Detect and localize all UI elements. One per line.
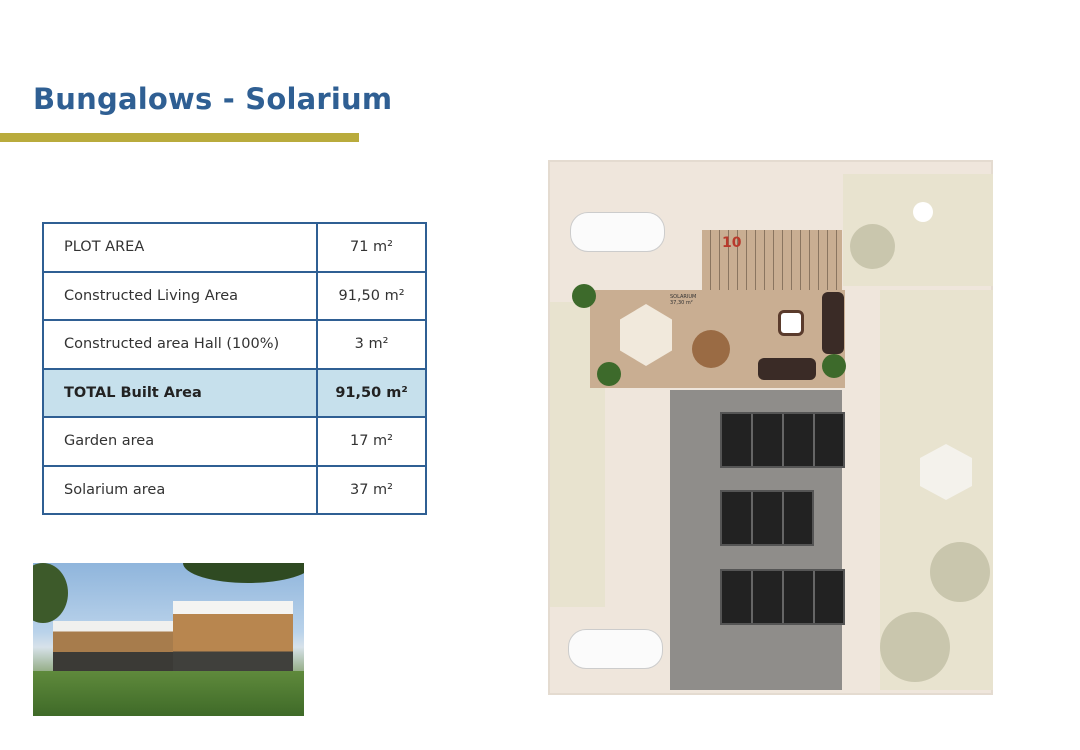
sofa-icon [822,292,844,354]
tree-icon [880,612,950,682]
row-value: 91,50 m² [316,270,427,321]
page-title: Bungalows - Solarium [33,82,393,116]
solar-panel-icon [720,412,845,468]
unit-number: 10 [722,235,742,251]
exterior-render-photo [33,563,304,716]
row-value: 71 m² [316,222,427,273]
solar-panel-icon [720,569,845,625]
table-row: Constructed area Hall (100%)3 m² [42,319,427,370]
row-label: Solarium area [42,464,318,515]
row-label: Constructed area Hall (100%) [42,319,318,370]
solar-panel-icon [720,490,814,546]
palm-tree [33,563,68,623]
plant-icon [822,354,846,378]
solarium-label: SOLARIUM [670,294,697,300]
parasol-icon [920,444,972,500]
side-table-icon [913,202,933,222]
title-underline [0,133,359,142]
staircase [702,230,842,290]
parasol-icon [620,304,672,366]
car-icon [570,212,665,252]
row-label: TOTAL Built Area [42,367,318,418]
row-value: 91,50 m² [316,367,427,418]
row-label: PLOT AREA [42,222,318,273]
plant-icon [572,284,596,308]
row-value: 3 m² [316,319,427,370]
plant-icon [597,362,621,386]
building [173,601,293,673]
tree-canopy [183,563,304,583]
palm-tree-icon [930,542,990,602]
car-icon [568,629,663,669]
solarium-area-label: 37,30 m² [670,300,693,306]
building [53,621,183,673]
floor-plan: 10 SOLARIUM 37,30 m² [548,160,993,695]
tree-icon [850,224,895,269]
row-value: 37 m² [316,464,427,515]
row-value: 17 m² [316,416,427,467]
sofa-icon [758,358,816,380]
lawn [33,671,304,716]
row-label: Constructed Living Area [42,270,318,321]
dining-table-icon [692,330,730,368]
coffee-table-icon [778,310,804,336]
row-label: Garden area [42,416,318,467]
